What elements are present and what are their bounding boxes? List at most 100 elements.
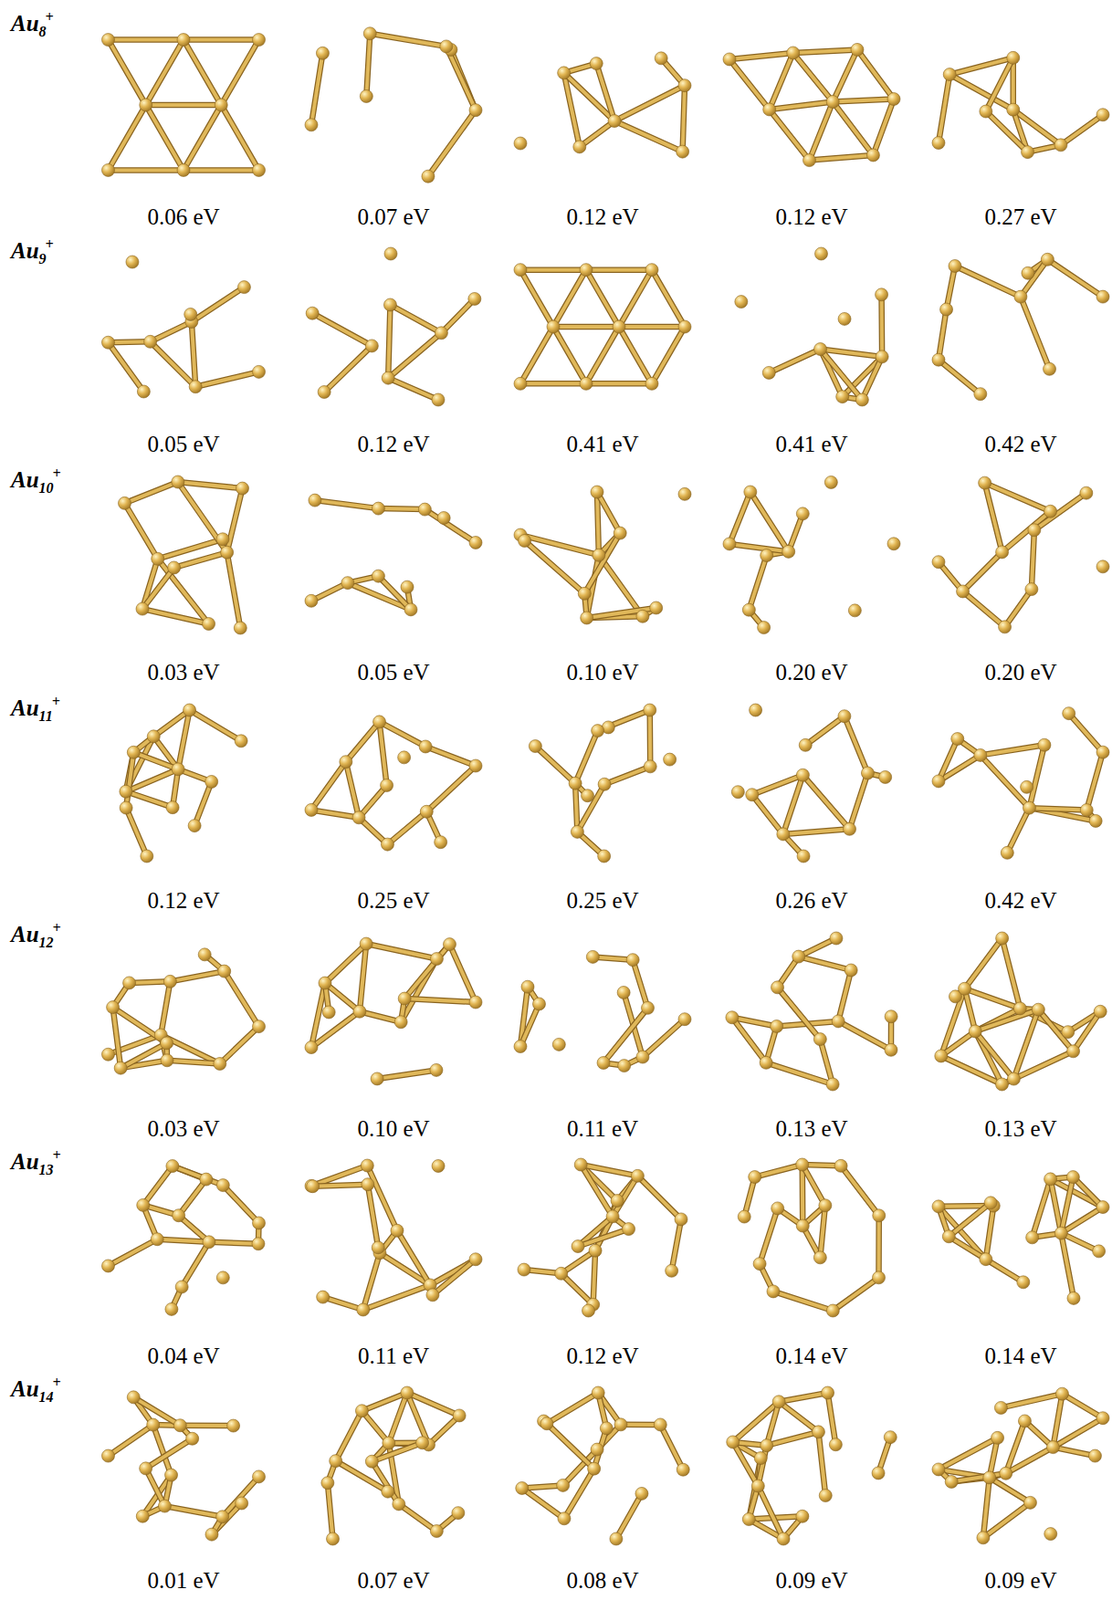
bond-outline [113, 1007, 122, 1070]
relative-energy: 0.12 eV [566, 1344, 639, 1368]
bond-outline [150, 322, 192, 343]
gold-atom [353, 1005, 367, 1018]
bond-outline [809, 155, 874, 161]
bond [1031, 530, 1035, 590]
bond [1006, 1421, 1026, 1474]
bond [146, 40, 184, 105]
bond [819, 1206, 826, 1259]
bond [120, 1043, 167, 1069]
bond [777, 987, 821, 1040]
gold-atom [339, 755, 353, 769]
bond [371, 1443, 422, 1462]
bond [367, 1185, 378, 1249]
bond-outline [426, 765, 476, 812]
gold-cluster [102, 33, 266, 178]
bond-outline [819, 1039, 833, 1085]
bond [938, 309, 947, 360]
bond-outline [975, 1031, 1014, 1080]
gold-atom [850, 42, 864, 56]
bond-outline [938, 739, 958, 782]
relative-energy: 0.12 eV [775, 205, 848, 229]
gold-atom [175, 1280, 189, 1294]
bond [1047, 259, 1103, 297]
gold-atom [940, 303, 954, 316]
gold-atom [434, 326, 448, 340]
gold-cluster [304, 493, 483, 617]
bond [618, 325, 685, 329]
bond-outline [651, 326, 685, 384]
bond [768, 349, 820, 374]
relative-energy: 0.03 eV [146, 1117, 220, 1141]
gold-atom [956, 585, 970, 598]
gold-atom [177, 33, 190, 47]
bond-outline [1005, 589, 1032, 628]
gold-atom [932, 1463, 945, 1477]
gold-atom [469, 1253, 483, 1267]
gold-cluster [305, 247, 482, 407]
bond [752, 775, 804, 795]
bond-outline [980, 744, 1045, 756]
gold-cluster [304, 1159, 483, 1317]
gold-atom [586, 950, 599, 964]
bond-outline [183, 36, 260, 43]
bond-outline [1006, 1421, 1026, 1474]
bond [164, 1506, 222, 1518]
gold-atom [879, 770, 892, 784]
gold-atom [771, 1202, 785, 1216]
bond-outline [564, 1468, 595, 1520]
gold-atom [371, 569, 385, 583]
gold-atom [126, 1391, 140, 1405]
bond-outline [178, 482, 243, 489]
bond [520, 1004, 540, 1048]
gold-atom [216, 1271, 230, 1285]
bond-outline [577, 1229, 630, 1248]
gold-atom [437, 511, 451, 525]
gold-atom [579, 377, 593, 390]
gold-atom [792, 950, 806, 964]
bond [546, 1424, 595, 1469]
gold-atom [1054, 138, 1068, 152]
bond-outline [220, 104, 259, 170]
bond [125, 503, 158, 559]
gold-atom [359, 89, 373, 103]
bond-outline [818, 1432, 826, 1497]
bond [980, 744, 1045, 756]
gold-atom [370, 1072, 384, 1086]
bond [520, 270, 554, 327]
bond-outline [682, 85, 685, 152]
bond-outline [769, 102, 834, 110]
bond-outline [404, 944, 450, 999]
bond-outline [985, 482, 1051, 512]
bond [586, 270, 619, 327]
gold-atom [650, 601, 663, 615]
gold-cluster [932, 51, 1110, 158]
bond-outline [312, 313, 372, 347]
gold-atom [355, 1405, 368, 1418]
gold-atom [996, 545, 1009, 559]
gold-cluster [932, 1171, 1110, 1306]
gold-atom [776, 1532, 790, 1546]
bond [449, 944, 476, 1003]
bond-outline [546, 1393, 598, 1425]
bond [757, 1486, 784, 1540]
gold-atom [630, 1169, 644, 1183]
bond [398, 1504, 438, 1532]
gold-atom [757, 621, 771, 635]
bond-outline [802, 775, 850, 829]
gold-cluster [102, 255, 266, 399]
bond-outline [618, 270, 652, 327]
bond [832, 1278, 879, 1312]
bond [220, 104, 259, 170]
bond [598, 555, 643, 617]
bond-outline [938, 1437, 998, 1470]
bond [125, 807, 147, 857]
gold-atom [1092, 1245, 1106, 1259]
bond-outline [832, 1278, 879, 1312]
gold-atom [826, 1304, 840, 1318]
gold-atom [678, 1013, 692, 1027]
bond [324, 346, 372, 393]
bond-outline [425, 746, 476, 766]
bond [948, 1203, 991, 1238]
bond-outline [586, 270, 619, 327]
bond [986, 57, 1014, 112]
